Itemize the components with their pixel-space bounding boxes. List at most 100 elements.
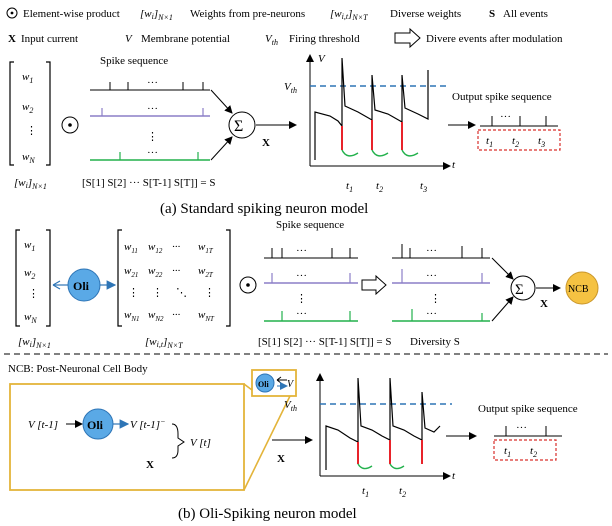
matrix-row-N: wN1 wN2 ··· wNT <box>124 309 215 323</box>
weight-vector-bracket-left <box>9 61 14 166</box>
membrane-trace <box>314 57 429 160</box>
svg-text:···: ··· <box>296 245 307 257</box>
legend-x-desc: Input current <box>21 33 78 45</box>
tick-t2: t2 <box>376 180 383 194</box>
oli-label: Oli <box>73 279 90 293</box>
b-out-t1: t1 <box>504 445 511 459</box>
t-axis-label: t <box>452 159 456 171</box>
tick-t3: t3 <box>420 180 427 194</box>
output-times-box <box>477 129 561 151</box>
inset-vt-label: V [t] <box>190 437 211 449</box>
b-spike-seq-purple: ··· <box>264 270 358 284</box>
matrix-vdots-1: ⋮ <box>128 287 139 299</box>
spike-seq-matrix-label: [S[1] S[2] ··· S[T-1] S[T]] = S <box>82 177 216 189</box>
weight-vector-bracket-right <box>46 61 51 166</box>
recovery-1 <box>341 149 359 157</box>
out-t1: t1 <box>486 135 493 149</box>
output-seq-title: Output spike sequence <box>452 91 552 103</box>
svg-text:···: ··· <box>172 241 181 253</box>
legend-wi-desc: Weights from pre-neurons <box>190 8 305 20</box>
mini-v-label: V <box>287 379 295 390</box>
matrix-dim: [wi,t]N×T <box>145 336 183 350</box>
div-seq-black: ··· <box>392 244 490 259</box>
b-weight-bracket-left <box>15 229 20 327</box>
b-spike-title: Spike sequence <box>276 219 344 231</box>
svg-text:w1T: w1T <box>198 241 214 255</box>
arrow-to-sum-2 <box>210 136 233 161</box>
svg-text:w21: w21 <box>124 265 138 279</box>
spike-seq-purple: ··· <box>90 103 210 117</box>
recovery-3 <box>401 149 419 157</box>
inset-connector-top <box>243 383 253 391</box>
modulation-arrow-icon <box>361 274 387 296</box>
svg-text:···: ··· <box>296 270 307 282</box>
caption-a: (a) Standard spiking neuron model <box>160 201 368 217</box>
svg-text:w12: w12 <box>148 241 163 255</box>
b-weight-w2: w2 <box>24 267 35 281</box>
ncb-label: NCB <box>568 284 589 295</box>
b-tick-t1: t1 <box>362 485 369 499</box>
weight-w2: w2 <box>22 101 33 115</box>
b-spike-vdots: ⋮ <box>296 293 307 305</box>
svg-text:w22: w22 <box>148 265 163 279</box>
b-arrow-to-sum-1 <box>491 257 514 280</box>
svg-text:···: ··· <box>426 308 437 320</box>
svg-text:wN1: wN1 <box>124 309 140 323</box>
caption-b: (b) Oli-Spiking neuron model <box>178 506 357 522</box>
legend-wit-symbol: [wi,t]N×T <box>330 8 368 22</box>
legend-vth-desc: Firing threshold <box>289 33 360 45</box>
b-sum-output-x: X <box>540 298 548 310</box>
panel-b-bottom: NCB: Post-Neuronal Cell Body Oli V V [t-… <box>8 363 578 522</box>
inset-oli-label: Oli <box>87 418 104 432</box>
b-spike-seq-black: ··· <box>264 245 358 259</box>
v-axis-label: V <box>318 53 326 65</box>
b-weight-dim: [wi]N×1 <box>18 336 51 350</box>
b-output-seq-dots: ··· <box>516 422 527 434</box>
svg-text:···: ··· <box>296 308 307 320</box>
div-seq-vdots: ⋮ <box>430 293 441 305</box>
svg-text:···: ··· <box>147 77 158 89</box>
b-elementwise-operator <box>239 276 257 294</box>
weight-w1: w1 <box>22 71 33 85</box>
spike-seq-vdots: ⋮ <box>147 131 158 143</box>
inset-input-label: V [t-1] <box>28 419 58 431</box>
b-recovery-1 <box>357 463 373 470</box>
weight-wN: wN <box>22 151 35 165</box>
svg-text:···: ··· <box>426 245 437 257</box>
sum-node <box>228 111 256 139</box>
b-spike-matrix-label: [S[1] S[2] ··· S[T-1] S[T]] = S <box>258 336 392 348</box>
oli-inset-box <box>9 383 245 491</box>
b-vth-label: Vth <box>284 399 297 413</box>
svg-text:···: ··· <box>426 270 437 282</box>
elementwise-operator <box>61 116 79 134</box>
b-weight-vdots: ⋮ <box>28 288 39 300</box>
inset-x-label: X <box>146 459 154 471</box>
tick-t1: t1 <box>346 180 353 194</box>
diversity-label: Diversity S <box>410 336 460 348</box>
inset-connector-bottom <box>243 395 291 491</box>
div-seq-purple: ··· <box>392 269 490 284</box>
svg-text:···: ··· <box>147 103 158 115</box>
spike-sequence-title: Spike sequence <box>100 55 168 67</box>
legend-elementwise: Element-wise product <box>23 8 120 20</box>
svg-text:wNT: wNT <box>198 309 215 323</box>
matrix-row-1: w11 w12 ··· w1T <box>124 241 214 255</box>
ncb-note: NCB: Post-Neuronal Cell Body <box>8 363 148 375</box>
hollow-arrow-icon <box>394 27 421 49</box>
mini-oli-label: Oli <box>258 380 269 389</box>
legend-x-symbol: X <box>8 33 16 45</box>
sum-output-x: X <box>262 137 270 149</box>
matrix-ddots: ⋱ <box>176 287 187 299</box>
legend-s-symbol: S <box>489 8 495 20</box>
inset-brace <box>171 423 185 459</box>
svg-text:w2T: w2T <box>198 265 214 279</box>
panel-a: w1 w2 ⋮ wN [wi]N×1 Spike sequence ··· ··… <box>9 53 561 217</box>
b-weight-wN: wN <box>24 311 37 325</box>
b-sum-symbol: Σ <box>515 282 524 298</box>
b-arrow-to-sum-2 <box>491 296 514 322</box>
weight-dim-label: [wi]N×1 <box>14 177 47 191</box>
output-seq-dots: ··· <box>500 111 511 123</box>
inset-output-label: V [t-1]− <box>130 417 165 431</box>
spike-seq-black: ··· <box>90 77 210 91</box>
